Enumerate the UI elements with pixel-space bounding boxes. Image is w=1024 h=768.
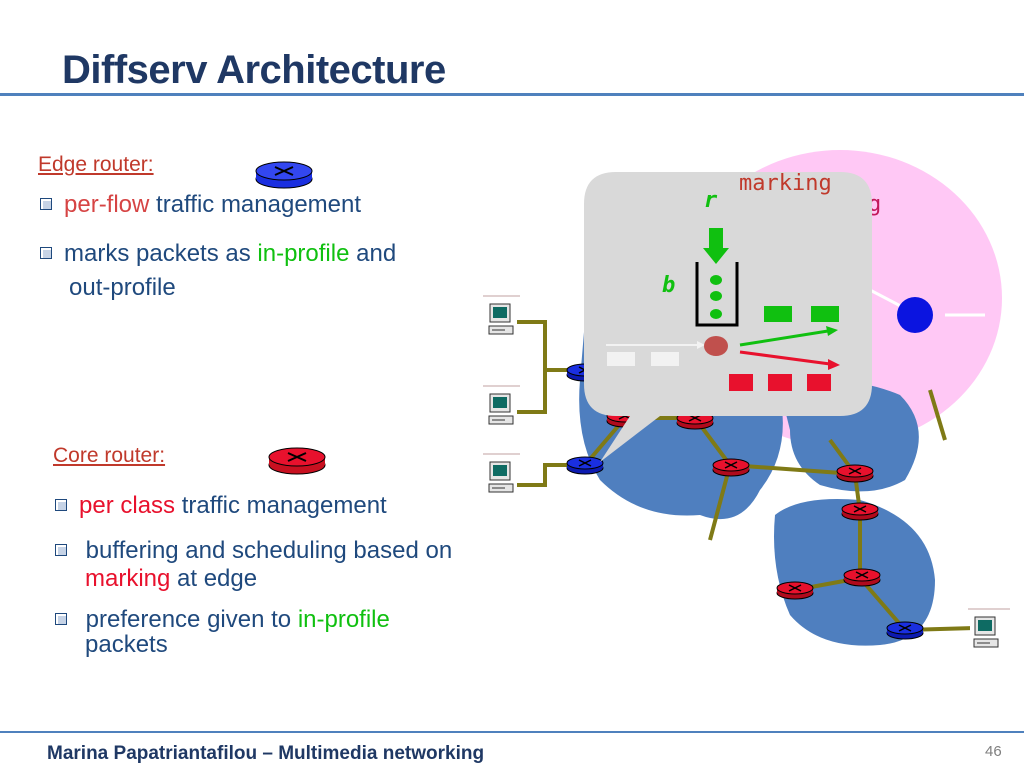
out-profile-packet [768, 374, 792, 391]
in-profile-packet [764, 306, 792, 322]
bucket-b-label: b [662, 273, 675, 298]
per-flow-text: per-flow [64, 191, 150, 218]
out-profile-packet [729, 374, 753, 391]
marking-callout [584, 172, 872, 462]
in-profile-arrow [739, 329, 829, 347]
core-bullet-1: per class traffic management [55, 492, 387, 519]
title-underline [0, 93, 1024, 96]
token-icons [710, 275, 722, 319]
marking-text: marking [85, 565, 171, 592]
checkbox-bullet-icon [55, 499, 67, 511]
per-class-text: per class [79, 492, 176, 519]
traffic-management-text: traffic management [149, 191, 362, 218]
traffic-management-text: traffic management [175, 492, 387, 519]
checkbox-bullet-icon [40, 247, 52, 259]
core-router-icon [712, 458, 750, 477]
footer-text: Marina Papatriantafilou – Multimedia net… [47, 743, 485, 764]
core-router-label: Core router: [53, 444, 166, 467]
footer-rule [0, 731, 1024, 733]
edge-bullet-1: per-flow traffic management [40, 191, 361, 218]
incoming-packet [651, 352, 679, 366]
marker-node [704, 336, 728, 356]
edge-bullet-2: marks packets as in-profile and [40, 240, 396, 267]
checkbox-bullet-icon [40, 198, 52, 210]
core-bullet-2: buffering and scheduling based on [55, 537, 452, 564]
and-text: and [349, 240, 397, 267]
checkbox-bullet-icon [55, 544, 67, 556]
edge-router-icon [255, 161, 313, 189]
core-bullet-3: preference given to in-profile [55, 606, 390, 633]
out-profile-text: out-profile [69, 274, 176, 301]
preference-text: preference given to [79, 606, 298, 633]
edge-router-icon [886, 621, 924, 640]
core-router-icon [843, 568, 881, 587]
core-router-icon [268, 447, 326, 475]
core-router-icon [836, 464, 874, 483]
host-computer-icon [484, 457, 518, 499]
marking-label: marking [739, 171, 832, 196]
checkbox-bullet-icon [55, 613, 67, 625]
in-profile-packet [811, 306, 839, 322]
host-computer-icon [969, 612, 1003, 654]
incoming-packet [607, 352, 635, 366]
in-profile-text: in-profile [297, 606, 390, 633]
token-arrow-icon [703, 228, 729, 264]
in-profile-text: in-profile [257, 240, 350, 267]
rate-r-label: r [704, 188, 718, 213]
buffering-text: buffering and scheduling based on [79, 537, 453, 564]
core-bullet-2-line2: marking at edge [85, 565, 257, 592]
host-computer-icon [484, 299, 518, 341]
page-number: 46 [985, 743, 1002, 760]
host-computer-icon [484, 389, 518, 431]
at-edge-text: at edge [170, 565, 258, 592]
out-profile-arrow [739, 350, 831, 366]
marks-packets-text: marks packets as [64, 240, 258, 267]
edge-router-icon [566, 456, 604, 475]
core-router-icon [776, 581, 814, 600]
out-profile-packet [807, 374, 831, 391]
edge-router-label: Edge router: [38, 153, 154, 176]
page-title: Diffserv Architecture [62, 48, 446, 92]
edge-node-circle [897, 297, 933, 333]
token-bucket-icon [695, 262, 739, 327]
packets-text: packets [85, 631, 168, 658]
core-router-icon [841, 502, 879, 521]
